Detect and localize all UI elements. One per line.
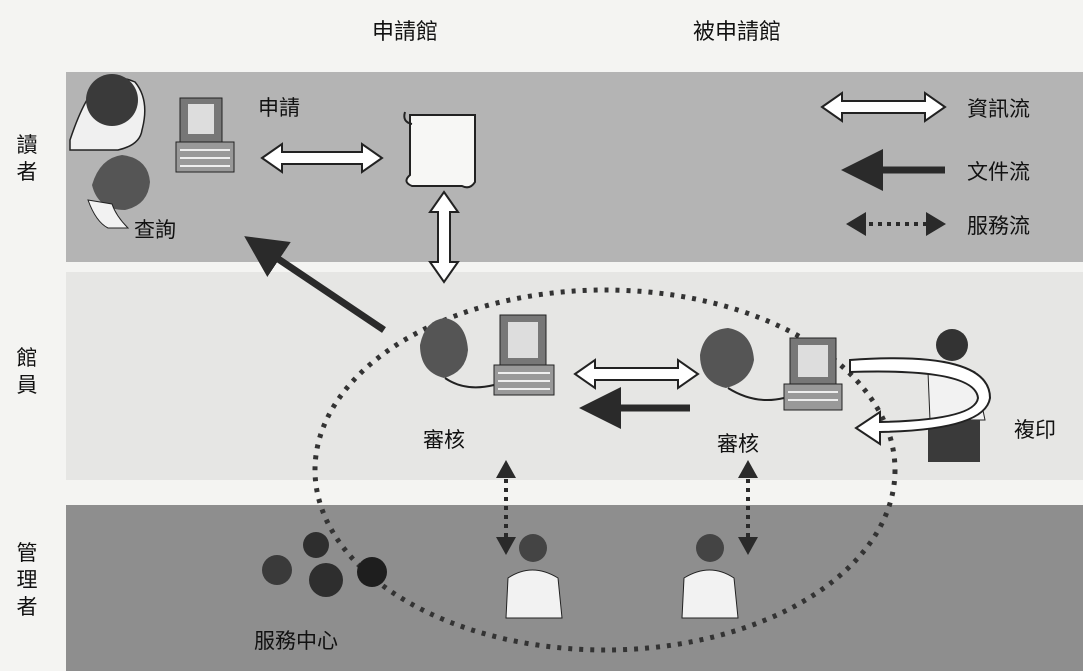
label-apply: 申請 xyxy=(258,96,300,120)
row-label-librarian: 館員 xyxy=(16,346,38,397)
column-title-requested: 被申請館 xyxy=(693,20,782,45)
manager-left-icon xyxy=(505,534,563,619)
label-copy: 複印 xyxy=(1014,418,1056,442)
copy-curve-arrow xyxy=(849,357,992,446)
legend-service-flow-head-right xyxy=(926,212,946,236)
legend-label-document-flow: 文件流 xyxy=(967,160,1030,184)
reader-computer-icon xyxy=(175,97,235,173)
librarian-band xyxy=(66,272,1083,480)
service-flow-arrow-left-head-up xyxy=(496,460,516,478)
document-scroll-icon xyxy=(403,111,476,189)
row-label-manager: 管理者 xyxy=(16,541,38,619)
column-title-requesting: 申請館 xyxy=(372,20,439,45)
copier-person-icon xyxy=(927,329,986,462)
label-review-right: 審核 xyxy=(717,432,759,456)
legend-info-flow-arrow xyxy=(820,91,947,123)
service-flow-arrow-right-head-up xyxy=(738,460,758,478)
row-label-reader: 讀者 xyxy=(16,133,38,184)
document-flow-to-reader-arrow xyxy=(244,236,386,333)
manager-band xyxy=(66,505,1083,671)
service-flow-arrow-left-head-down xyxy=(496,537,516,555)
reader-person-icon xyxy=(69,74,150,229)
label-query: 查詢 xyxy=(134,218,176,242)
librarian-left-icon xyxy=(420,314,555,396)
label-service-center: 服務中心 xyxy=(254,629,338,653)
info-flow-arrow-librarians xyxy=(573,358,700,390)
librarian-right-icon xyxy=(700,328,843,411)
label-review-left: 審核 xyxy=(423,428,465,452)
legend-label-info-flow: 資訊流 xyxy=(967,97,1030,121)
info-flow-arrow-vertical xyxy=(428,190,460,284)
legend-service-flow-head-left xyxy=(846,212,866,236)
service-flow-arrow-right-head-down xyxy=(738,537,758,555)
manager-right-icon xyxy=(681,534,739,619)
service-flow-ellipse xyxy=(312,287,898,653)
info-flow-arrow-horizontal-top xyxy=(260,142,384,174)
legend-label-service-flow: 服務流 xyxy=(967,214,1030,238)
service-center-group-icon xyxy=(262,532,387,597)
